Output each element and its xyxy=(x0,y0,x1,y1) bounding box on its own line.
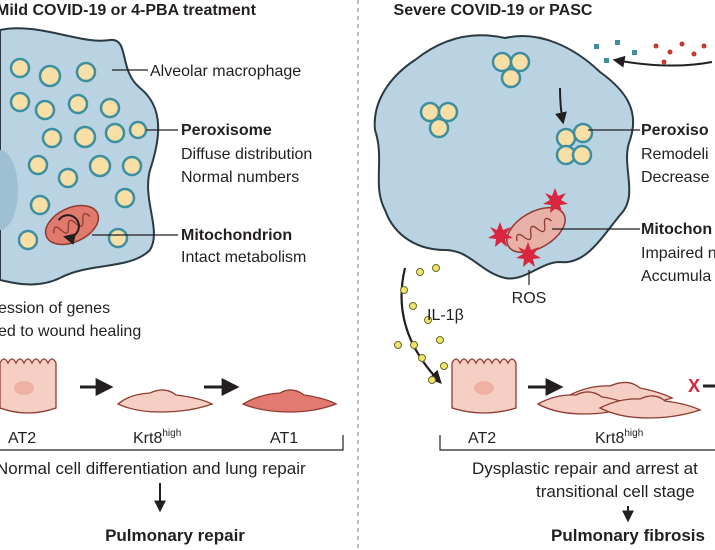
peroxisome xyxy=(27,154,49,176)
incoming-particles xyxy=(594,40,707,65)
left-peroxisome-title: Peroxisome xyxy=(181,122,272,139)
left-macrophage xyxy=(0,27,160,286)
right-krt8-superscript: high xyxy=(624,428,643,439)
right-cell-at2: AT2 xyxy=(468,430,496,447)
right-outcome-caption-2: transitional cell stage xyxy=(536,482,695,501)
il1b-particles xyxy=(394,264,448,384)
right-mitochondrion-line-2: Accumula xyxy=(641,268,711,285)
left-mitochondrion-title: Mitochondrion xyxy=(181,227,292,244)
right-krt8-cells xyxy=(536,381,702,419)
left-mitochondrion xyxy=(44,204,100,246)
cytokine-label: IL-1β xyxy=(427,307,464,324)
ros-star xyxy=(543,188,568,213)
ros-star xyxy=(488,222,513,247)
left-outcome-caption: Normal cell differentiation and lung rep… xyxy=(0,459,306,478)
left-peroxisomes xyxy=(9,57,148,251)
peroxisome xyxy=(509,51,531,73)
right-mitochondrion xyxy=(506,206,566,254)
left-krt8-superscript: high xyxy=(162,428,181,439)
peroxisome xyxy=(107,227,129,249)
peroxisome xyxy=(437,101,459,123)
peroxisome xyxy=(38,64,62,88)
right-peroxisome-line-2: Decrease xyxy=(641,169,710,186)
left-result: Pulmonary repair xyxy=(105,526,245,545)
peroxisome xyxy=(29,194,51,216)
peroxisome xyxy=(57,167,79,189)
left-peroxisome-line-1: Diffuse distribution xyxy=(181,146,312,163)
left-krt8-cell xyxy=(116,389,214,413)
peroxisome xyxy=(571,144,593,166)
peroxisome xyxy=(9,57,31,79)
krt8-cell xyxy=(598,395,702,419)
peroxisome xyxy=(428,117,450,139)
left-peroxisome-line-2: Normal numbers xyxy=(181,169,299,186)
left-nucleus xyxy=(0,150,18,230)
left-at2-cell xyxy=(0,358,57,414)
peroxisome xyxy=(572,122,594,144)
left-bracket xyxy=(0,435,344,451)
macrophage-label: Alveolar macrophage xyxy=(150,63,301,80)
genes-line-1: ession of genes xyxy=(0,300,110,317)
block-mark: X xyxy=(688,376,700,396)
ros-label: ROS xyxy=(512,290,547,307)
left-at1-cell xyxy=(241,389,338,413)
right-cell-krt8: Krt8high xyxy=(595,428,643,447)
peroxisome xyxy=(17,229,39,251)
right-mitochondrion-line-1: Impaired n xyxy=(641,245,715,262)
peroxisome xyxy=(41,127,63,149)
peroxisome xyxy=(67,93,89,115)
right-mitochondrion-title: Mitochon xyxy=(641,221,712,238)
right-bracket xyxy=(439,435,715,451)
right-peroxisome-title: Peroxiso xyxy=(641,122,709,139)
peroxisome xyxy=(114,187,136,209)
right-outcome-caption-1: Dysplastic repair and arrest at xyxy=(472,459,698,478)
right-header: Severe COVID-19 or PASC xyxy=(394,2,593,19)
peroxisome xyxy=(99,97,121,119)
peroxisome xyxy=(555,127,577,149)
left-mitochondrion-line-1: Intact metabolism xyxy=(181,249,306,266)
peroxisome xyxy=(104,122,126,144)
peroxisome xyxy=(128,120,148,140)
genes-line-2: ed to wound healing xyxy=(0,323,141,340)
left-header: Mild COVID-19 or 4-PBA treatment xyxy=(0,2,257,19)
peroxisome xyxy=(88,154,112,178)
peroxisome xyxy=(9,91,31,113)
peroxisome xyxy=(34,99,56,121)
right-result: Pulmonary fibrosis xyxy=(551,526,705,545)
peroxisome xyxy=(73,125,97,149)
right-peroxisomes xyxy=(419,51,594,166)
left-cell-at2: AT2 xyxy=(8,430,36,447)
right-at2-cell xyxy=(451,358,517,414)
peroxisome xyxy=(500,67,522,89)
left-cell-krt8: Krt8high xyxy=(133,428,181,447)
ros-star xyxy=(516,242,541,267)
left-cell-at1: AT1 xyxy=(270,430,298,447)
ros-stars xyxy=(488,188,568,267)
peroxisome xyxy=(75,61,97,83)
peroxisome xyxy=(121,155,143,177)
right-peroxisome-line-1: Remodeli xyxy=(641,146,709,163)
right-macrophage xyxy=(373,34,635,280)
